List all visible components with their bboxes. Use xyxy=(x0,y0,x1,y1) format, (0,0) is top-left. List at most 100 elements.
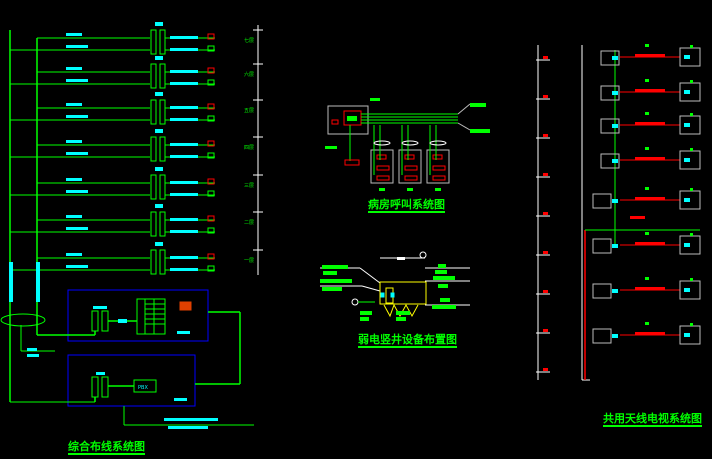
ward-room xyxy=(370,149,394,184)
floor-cable-label xyxy=(66,227,88,230)
patch-panel xyxy=(159,29,166,55)
data-outlet-icon xyxy=(207,152,215,159)
floor-cable-label xyxy=(66,103,82,106)
amplifier-marker xyxy=(612,244,618,248)
catv-branch-label xyxy=(635,287,665,290)
catv-amplifier xyxy=(600,118,620,134)
main-distribution-frame-box xyxy=(67,289,209,342)
floor-label: 二层 xyxy=(244,220,254,226)
bed-call-unit xyxy=(376,165,390,171)
patch-panel-label xyxy=(155,22,163,26)
patch-panel xyxy=(150,211,157,237)
catv-floor-label xyxy=(543,329,548,332)
outlet-marker xyxy=(690,233,693,236)
splitter-icon xyxy=(684,198,690,202)
bus-label xyxy=(470,103,486,107)
shaft-note xyxy=(438,284,448,288)
floor-cable-label xyxy=(66,190,88,193)
mdf-link-block xyxy=(118,319,127,323)
patch-panel-label xyxy=(155,92,163,96)
shaft-note xyxy=(360,311,372,315)
phone-outlet-icon xyxy=(207,103,215,110)
outlet-label xyxy=(170,82,198,85)
mdf-panel xyxy=(101,376,109,398)
bed-call-unit xyxy=(432,154,443,160)
catv-system-title: 共用天线电视系统图 xyxy=(603,412,702,427)
patch-panel xyxy=(150,249,157,275)
shaft-note xyxy=(396,317,406,321)
floor-cable-label xyxy=(66,140,82,143)
outlet-label xyxy=(170,268,198,271)
catv-tap-label xyxy=(645,322,649,325)
catv-branch-label xyxy=(635,54,665,57)
catv-branch-label xyxy=(635,89,665,92)
external-line-label xyxy=(168,426,208,429)
catv-tap-label xyxy=(645,187,649,190)
catv-amplifier xyxy=(600,153,620,169)
splitter-icon xyxy=(684,123,690,127)
door-light xyxy=(344,159,360,166)
backbone-vertical-label xyxy=(9,262,13,302)
amplifier-marker xyxy=(612,91,618,95)
patch-panel-label xyxy=(155,56,163,60)
bed-call-unit xyxy=(432,165,446,171)
host-title xyxy=(370,98,380,101)
patch-panel xyxy=(150,136,157,162)
floor-cable-label xyxy=(66,45,88,48)
room-label xyxy=(435,188,441,191)
console-icon xyxy=(331,119,339,125)
catv-branch-label xyxy=(635,332,665,335)
patch-panel-label xyxy=(155,167,163,171)
cable-tie xyxy=(401,140,419,146)
patch-panel xyxy=(159,63,166,89)
patch-panel xyxy=(159,99,166,125)
outlet-label xyxy=(170,118,198,121)
pbx-room-box xyxy=(67,354,196,407)
ward-room xyxy=(426,149,450,184)
axis-marker xyxy=(351,298,359,306)
bundle-label xyxy=(27,348,37,351)
room-label xyxy=(379,188,385,191)
amplifier-marker xyxy=(612,124,618,128)
floor-label: 七层 xyxy=(244,37,254,44)
pbx-room-label xyxy=(174,398,187,401)
patch-panel xyxy=(159,249,166,275)
cabinet-rack xyxy=(136,298,166,335)
outlet-label xyxy=(170,193,198,196)
shaft-note xyxy=(396,311,410,315)
shaft-note xyxy=(433,276,455,280)
cable-bundle-ellipse xyxy=(0,313,46,327)
outlet-label xyxy=(170,70,198,73)
patch-panel xyxy=(159,136,166,162)
phone-outlet-icon xyxy=(207,178,215,185)
data-outlet-icon xyxy=(207,265,215,272)
host-label xyxy=(347,116,357,121)
catv-amplifier xyxy=(592,328,612,344)
catv-tap-label xyxy=(645,147,649,150)
bus-label xyxy=(470,129,490,133)
outlet-label xyxy=(170,48,198,51)
mdf-panel xyxy=(91,310,99,332)
floor-cable-label xyxy=(66,79,88,82)
shaft-note xyxy=(435,270,447,274)
equipment-cabinet xyxy=(379,281,427,305)
bed-call-unit xyxy=(432,175,446,181)
shaft-note xyxy=(322,287,342,291)
catv-tap-label xyxy=(645,79,649,82)
data-outlet-icon xyxy=(207,79,215,86)
amplifier-marker xyxy=(612,199,618,203)
catv-branch-label xyxy=(635,122,665,125)
device-marker xyxy=(390,292,395,298)
catv-amplifier xyxy=(600,85,620,101)
floor-cable-label xyxy=(66,178,82,181)
shaft-note xyxy=(320,279,352,283)
patch-panel-label xyxy=(155,129,163,133)
splitter-icon xyxy=(684,288,690,292)
bed-call-unit xyxy=(376,154,387,160)
shaft-note xyxy=(360,317,369,321)
patch-panel xyxy=(150,63,157,89)
phone-outlet-icon xyxy=(207,33,215,40)
outlet-label xyxy=(170,143,198,146)
ward-room xyxy=(398,149,422,184)
